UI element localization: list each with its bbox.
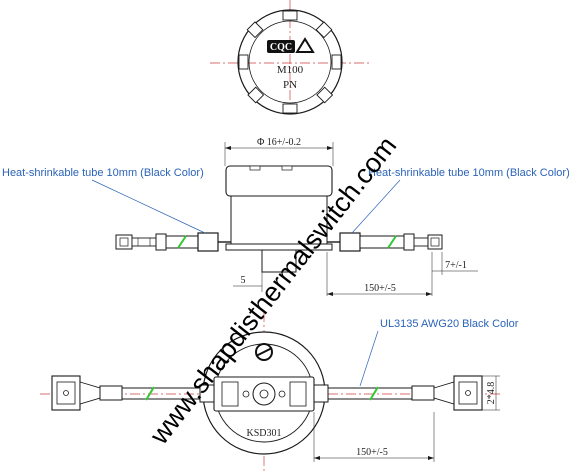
part-label: KSD301 [246,428,281,439]
dim-length-bottom: 150+/-5 [356,447,388,458]
diameter-dimension: Φ 16+/-0.2 [257,137,301,148]
bottom-view: KSD301 UL3135 AWG20 Black C [40,312,519,473]
dim-small: 5 [241,275,246,286]
side-view-stud [261,249,297,273]
cqc-logo: CQC [267,37,315,53]
bottom-view-left-lead [51,375,215,411]
top-view-outer-circle [237,9,343,115]
bottom-view-right-lead [313,375,483,411]
cqc-logo-text: CQC [270,42,292,53]
side-view-cap [225,165,333,197]
right-tube-callout: Heat-shrinkable tube 10mm (Black Color) [368,167,570,179]
dim-length-side: 150+/-5 [364,283,396,294]
wire-callout: UL3135 AWG20 Black Color [380,318,519,330]
dim-width: 2*4.8 [486,382,497,405]
top-view: CQC M100 PN [210,0,370,115]
left-tube-callout: Heat-shrinkable tube 10mm (Black Color) [2,167,204,179]
marking-text: PN [283,79,297,91]
side-view-right-lead [327,232,443,252]
bottom-logo [255,343,273,361]
dim-strip: 7+/-1 [445,260,467,271]
side-view: Φ 16+/-0.2 [2,137,570,296]
top-view-notches [238,10,342,114]
model-text: M100 [277,64,304,76]
top-view-inner-circle [248,20,332,104]
side-view-left-lead [115,232,231,252]
